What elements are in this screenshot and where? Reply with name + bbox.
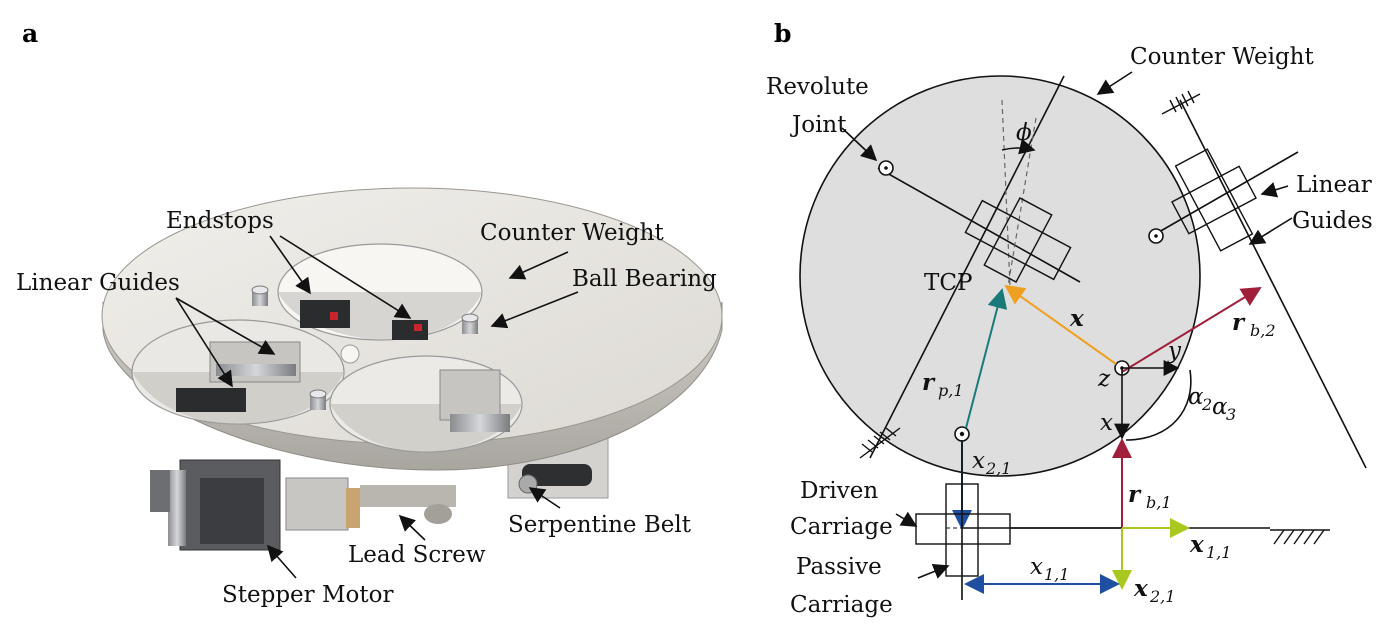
label-carriage-driven: Carriage <box>790 514 893 540</box>
symbol-phi: ϕ <box>1016 120 1032 146</box>
revolute-arm-line <box>877 167 1081 283</box>
symbol-x11-label: x 1,1 <box>1030 554 1069 584</box>
right-joint-icon <box>1148 228 1164 244</box>
ground-hatch-bottom <box>1270 529 1330 545</box>
ground-hatch-right <box>1161 90 1201 115</box>
label-joint: Joint <box>790 112 847 138</box>
svg-text:p,1: p,1 <box>938 381 964 400</box>
svg-text:3: 3 <box>1226 405 1236 424</box>
panel-a: a <box>16 19 723 608</box>
label-tcp: TCP <box>924 270 972 296</box>
right-guide-rail <box>1179 99 1367 469</box>
label-lead-screw: Lead Screw <box>348 542 486 568</box>
svg-text:2,1: 2,1 <box>985 459 1011 478</box>
symbol-x11-bold: x 1,1 <box>1189 531 1231 562</box>
svg-text:x: x <box>1189 531 1204 558</box>
symbol-x21-label: x 2,1 <box>972 448 1011 478</box>
label-ball-bearing: Ball Bearing <box>572 266 717 292</box>
ball-bearings <box>251 285 479 410</box>
symbol-x-bold: x <box>1069 305 1084 332</box>
vector-x <box>1004 284 1117 365</box>
vector-r-p1 <box>965 288 1008 429</box>
symbol-r-b2: r b,2 <box>1232 309 1276 340</box>
svg-text:1,1: 1,1 <box>1206 543 1231 562</box>
label-passive: Passive <box>796 554 882 580</box>
revolute-joint-icon <box>878 160 894 176</box>
tcp-carriage <box>964 199 1072 281</box>
panel-a-letter: a <box>22 19 38 48</box>
symbol-x21-bold: x 2,1 <box>1133 575 1175 606</box>
panel-b-letter: b <box>774 19 791 48</box>
linear-guide-right <box>439 369 510 432</box>
driven-passive-carriage <box>915 483 1011 577</box>
symbol-y: y <box>1167 338 1182 364</box>
right-arm-line <box>1151 151 1299 237</box>
label-carriage-passive: Carriage <box>790 592 893 618</box>
label-revolute: Revolute <box>766 74 869 100</box>
label-stepper-motor: Stepper Motor <box>222 582 393 608</box>
panel-b: b <box>766 19 1373 618</box>
svg-text:x: x <box>1030 554 1043 580</box>
svg-text:2,1: 2,1 <box>1149 587 1175 606</box>
svg-text:α: α <box>1188 384 1204 410</box>
panel-a-annotations: Endstops Counter Weight Linear Guides Ba… <box>16 208 717 608</box>
label-counter-weight-b: Counter Weight <box>1130 44 1314 70</box>
svg-text:x: x <box>972 448 985 474</box>
label-guides: Guides <box>1292 208 1373 234</box>
endstop-2 <box>392 320 428 340</box>
svg-text:1,1: 1,1 <box>1044 565 1069 584</box>
svg-text:r: r <box>1128 481 1142 508</box>
label-serpentine-belt: Serpentine Belt <box>508 512 692 538</box>
svg-text:r: r <box>1232 309 1246 336</box>
label-counter-weight-a: Counter Weight <box>480 220 664 246</box>
endstop-1 <box>300 300 350 328</box>
symbol-alpha2-alpha3: α 2 α 3 <box>1188 384 1236 424</box>
svg-text:x: x <box>1133 575 1148 602</box>
svg-text:2: 2 <box>1201 395 1212 414</box>
lower-mechanism <box>150 404 610 551</box>
symbol-z: z <box>1097 366 1111 392</box>
svg-text:α: α <box>1212 394 1228 420</box>
label-driven: Driven <box>800 478 878 504</box>
svg-text:b,2: b,2 <box>1250 321 1276 340</box>
svg-text:r: r <box>922 369 936 396</box>
vector-r-b2 <box>1121 286 1262 373</box>
label-linear-guides-a: Linear Guides <box>16 270 180 296</box>
counter-weight-disc <box>799 75 1201 477</box>
symbol-r-p1: r p,1 <box>922 369 964 400</box>
label-endstops: Endstops <box>166 208 274 234</box>
passive-joint-icon <box>954 426 970 442</box>
label-linear: Linear <box>1296 172 1372 198</box>
symbol-x: x <box>1100 410 1113 436</box>
right-carriage <box>1171 165 1257 235</box>
linear-guide-left <box>176 341 301 412</box>
symbol-r-b1: r b,1 <box>1128 481 1172 512</box>
svg-text:b,1: b,1 <box>1146 493 1172 512</box>
